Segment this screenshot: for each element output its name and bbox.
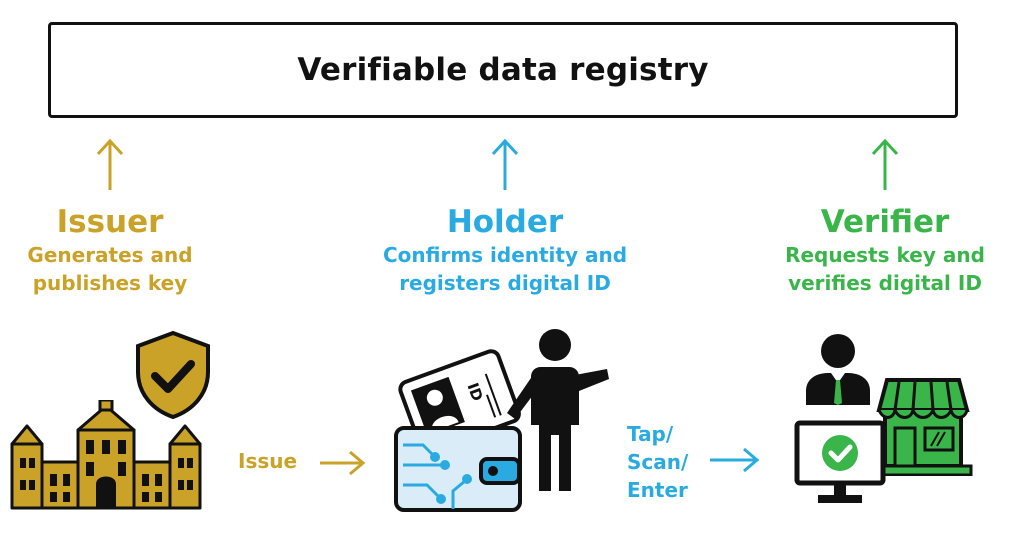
verifier-name: Verifier — [820, 204, 950, 240]
shield-check-icon — [136, 330, 210, 420]
issuer-desc-line1: Generates and — [27, 243, 193, 267]
issuer-name: Issuer — [56, 204, 164, 240]
government-building-icon — [10, 400, 202, 510]
issue-arrow-icon — [320, 450, 366, 476]
holder-desc-line1: Confirms identity and — [382, 243, 628, 267]
issuer-role: Issuer Generates and publishes key — [0, 203, 220, 297]
person-icon — [507, 329, 609, 491]
verifier-desc-line2: verifies digital ID — [788, 271, 982, 295]
monitor-check-icon — [794, 420, 886, 503]
holder-role: Holder Confirms identity and registers d… — [340, 203, 670, 297]
present-arrow-icon — [710, 447, 760, 473]
verifiable-data-registry-box: Verifiable data registry — [48, 22, 958, 118]
issue-flow-label: Issue — [238, 449, 298, 473]
present-flow-line1: Tap/ — [627, 422, 674, 446]
holder-up-arrow-icon — [491, 138, 519, 190]
verifier-up-arrow-icon — [871, 138, 899, 190]
verifier-desc-line1: Requests key and — [785, 243, 985, 267]
registry-label: Verifiable data registry — [297, 52, 709, 88]
digital-wallet-icon — [394, 426, 522, 512]
present-flow-label: Tap/ Scan/ Enter — [627, 420, 688, 504]
verifier-role: Verifier Requests key and verifies digit… — [760, 203, 1010, 297]
issuer-up-arrow-icon — [96, 138, 124, 190]
present-flow-line2: Scan/ — [627, 450, 689, 474]
holder-desc-line2: registers digital ID — [399, 271, 611, 295]
present-flow-line3: Enter — [627, 478, 688, 502]
issuer-desc-line2: publishes key — [32, 271, 188, 295]
store-icon — [873, 378, 973, 476]
business-person-icon — [806, 334, 870, 405]
holder-name: Holder — [446, 204, 564, 240]
